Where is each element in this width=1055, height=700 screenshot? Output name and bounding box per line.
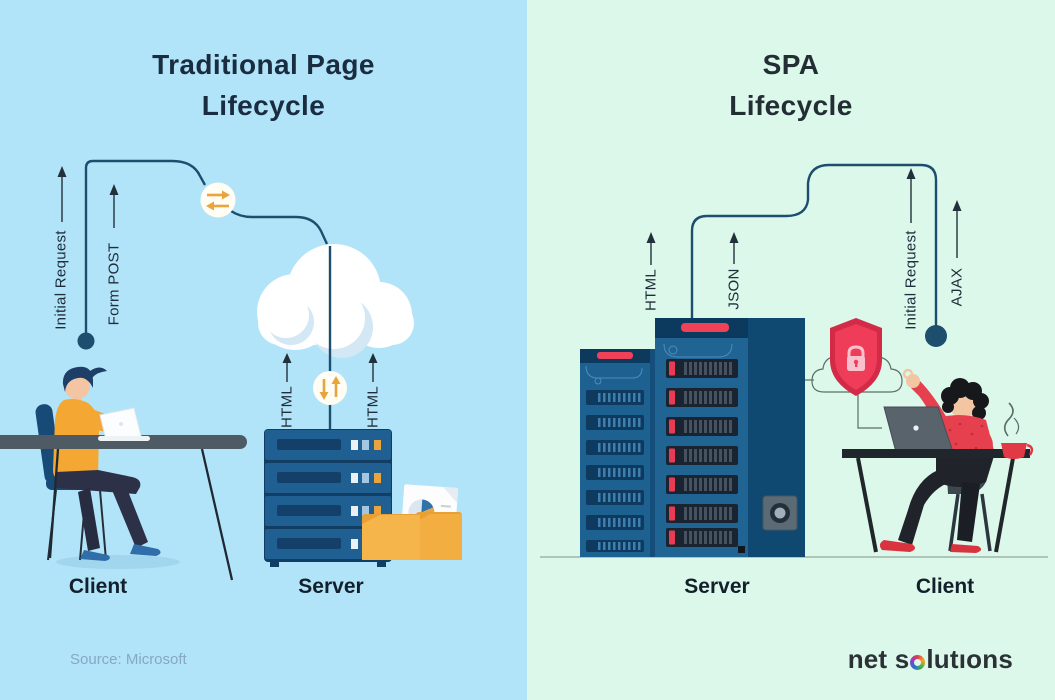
label-initial-request-left: Initial Request [52, 230, 70, 330]
client-endpoint-dot [77, 332, 95, 350]
traditional-title-line1: Traditional Page [152, 49, 375, 80]
label-html-left: HTML [278, 385, 296, 429]
json-arrowhead-icon [729, 232, 739, 243]
initial-request-arrowhead-icon [57, 166, 67, 177]
flow-line-server-to-client [690, 163, 938, 326]
shoe-icon [879, 540, 916, 552]
secure-cloud-group [805, 318, 903, 429]
server-label-right: Server [684, 575, 750, 598]
server-units [265, 430, 391, 559]
data-transfer-horizontal-icon [200, 182, 236, 218]
left-flow-arrows [57, 166, 378, 382]
shield-lock-icon [830, 318, 882, 396]
client-label-left: Client [68, 575, 128, 598]
client-illustration-right [842, 368, 1034, 553]
hand [906, 374, 920, 388]
html-left-arrowhead-icon [282, 353, 292, 363]
server-indicator-lights [351, 440, 381, 549]
server-label-left: Server [298, 575, 364, 598]
spa-title: SPA Lifecycle [527, 44, 1055, 126]
data-transfer-vertical-icon [313, 371, 347, 405]
spa-title-line2: Lifecycle [729, 90, 853, 121]
source-credit: Source: Microsoft [70, 651, 187, 668]
form-post-arrowhead-icon [109, 184, 119, 195]
connector-cloud-to-client [857, 392, 882, 429]
shoe-icon [80, 550, 110, 561]
logo-text-part1: net s [847, 644, 910, 674]
label-initial-request-right: Initial Request [902, 230, 920, 330]
flow-line-transfer-to-cloud [230, 209, 329, 245]
spa-flow [540, 163, 1048, 558]
traditional-panel-background [0, 0, 527, 700]
desk-icon [0, 435, 247, 581]
label-html-spa: HTML [642, 268, 660, 312]
label-html-right: HTML [364, 385, 382, 429]
traditional-title-line2: Lifecycle [201, 90, 326, 121]
folder-icons [362, 512, 462, 560]
logo-colored-o-icon [910, 655, 926, 670]
laptop-icon [98, 407, 150, 441]
spa-title-line1: SPA [762, 49, 820, 80]
coffee-cup-icon [1001, 402, 1034, 459]
right-flow-arrows [646, 168, 962, 265]
fan-icon [762, 495, 798, 531]
label-ajax: AJAX [948, 267, 966, 307]
person-client-left [53, 366, 161, 561]
server-stack-icon [264, 429, 392, 567]
server-rack-small-icon [580, 349, 664, 557]
rack-slots [586, 390, 644, 552]
traditional-title: Traditional Page Lifecycle [0, 44, 527, 126]
curly-hair [941, 378, 989, 420]
person-client-right [879, 368, 996, 553]
flow-line-client-to-transfer [84, 159, 207, 341]
net-solutions-logo: net s lutıons [848, 644, 1013, 675]
traditional-flow [0, 159, 462, 581]
label-form-post: Form POST [105, 242, 123, 326]
rack-slots [666, 359, 738, 547]
html-right-arrowhead-icon [368, 353, 378, 363]
shoe-icon [950, 544, 982, 553]
html-arrowhead-icon [646, 232, 656, 243]
client-endpoint-dot [925, 325, 947, 347]
shoe-icon [130, 544, 161, 556]
label-json: JSON [725, 268, 743, 310]
server-rack-main-icon [655, 318, 805, 557]
client-label-right: Client [915, 575, 975, 598]
client-illustration-left [0, 366, 247, 581]
ajax-arrowhead-icon [952, 200, 962, 211]
initial-request-arrowhead-icon [906, 168, 916, 179]
floor-shadow [56, 555, 180, 569]
cloud-icon [257, 244, 414, 358]
desk-icon [842, 449, 1030, 553]
logo-text-part2: lutıons [926, 644, 1013, 674]
